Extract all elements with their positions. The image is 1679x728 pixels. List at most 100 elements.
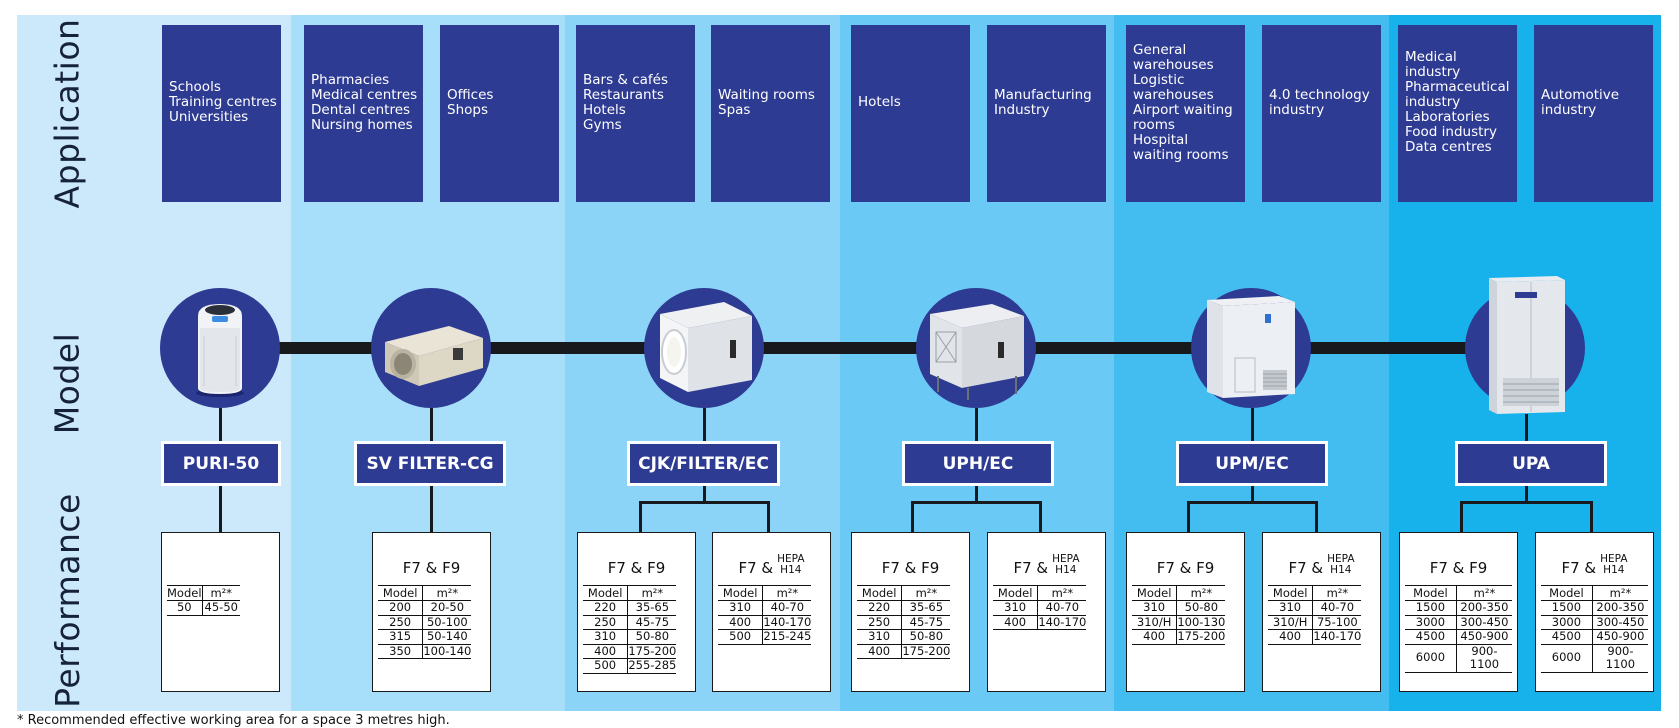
cell-model: 400 [993, 615, 1039, 630]
application-box-6: Hotels [851, 25, 970, 202]
cell-area: 200-350 [1592, 600, 1648, 616]
cell-model: 400 [857, 644, 903, 659]
model-circle-uph-ec [916, 288, 1036, 408]
model-label-sv-filter-cg: SV FILTER-CG [354, 441, 506, 486]
cell-area: 100-140 [422, 643, 472, 659]
connector-2a [430, 408, 433, 441]
row-label-application: Application [17, 19, 117, 209]
connector-5b [1251, 486, 1254, 502]
cell-model: 250 [857, 615, 903, 630]
cell-model: 310 [718, 600, 764, 616]
column-header-area: m²* [1592, 585, 1648, 601]
application-line: Food industry [1405, 124, 1497, 140]
performance-title-prefix: F7 & [1013, 559, 1049, 577]
cell-area: 35-65 [901, 600, 951, 616]
application-line: Data centres [1405, 139, 1492, 155]
cell-area: 50-80 [1176, 600, 1226, 616]
application-line: Universities [169, 109, 249, 125]
cell-area: 175-200 [1176, 629, 1226, 645]
application-line: warehouses [1133, 56, 1214, 73]
air-purifier-tower-icon [196, 304, 244, 397]
connector-6a [1525, 414, 1528, 441]
connector-5d [1315, 501, 1318, 532]
cell-model: 315 [378, 629, 424, 645]
model-label-puri-50: PURI-50 [161, 441, 281, 486]
connector-5h [1187, 501, 1318, 504]
cell-area: 50-80 [901, 629, 951, 645]
column-header-model: Model [993, 585, 1039, 601]
cell-model: 310 [1132, 600, 1178, 616]
hepa-label: HEPA [1327, 553, 1355, 565]
h14-label: H14 [1603, 564, 1625, 576]
cell-area: 75-100 [1312, 615, 1362, 630]
connector-3h [639, 501, 770, 504]
connector-3c [639, 501, 642, 532]
connector-2b [430, 486, 433, 532]
column-header-model: Model [1132, 585, 1178, 601]
cell-area: 45-75 [627, 615, 677, 630]
column-header-area: m²* [1312, 585, 1362, 601]
cell-area: 300-450 [1456, 615, 1512, 630]
cell-model: 4500 [1405, 629, 1457, 645]
connector-4d [1039, 501, 1042, 532]
cell-area: 40-70 [762, 600, 812, 616]
cell-area: 175-200 [627, 643, 677, 659]
column-header-area: m²* [901, 585, 951, 601]
cell-model: 6000 [1405, 644, 1457, 673]
connector-5a [1251, 408, 1254, 441]
application-line: Manufacturing [994, 86, 1092, 103]
connector-4h [911, 501, 1042, 504]
cell-area: 50-140 [422, 629, 472, 645]
hepa-label: HEPA [1052, 553, 1080, 565]
column-header-model: Model [1405, 585, 1457, 601]
application-line: Laboratories [1405, 109, 1490, 125]
inline-filter-box-icon [385, 326, 483, 386]
column-header-area: m²* [1176, 585, 1226, 601]
column-header-area: m²* [1456, 585, 1512, 601]
model-circle-sv-filter-cg [371, 288, 491, 408]
model-label-upm-ec: UPM/EC [1176, 441, 1328, 486]
cell-area: 35-65 [627, 600, 677, 616]
performance-title: F7 & F9 [1156, 559, 1215, 577]
connector-1a [219, 408, 222, 441]
connector-1b [219, 486, 222, 532]
application-line: Waiting rooms [718, 86, 815, 103]
column-header-model: Model [718, 585, 764, 601]
application-line: Medical [1405, 49, 1457, 65]
connector-3b [703, 486, 706, 502]
hepa-label: HEPA [1600, 553, 1628, 565]
performance-title-prefix: F7 & [1288, 559, 1324, 577]
